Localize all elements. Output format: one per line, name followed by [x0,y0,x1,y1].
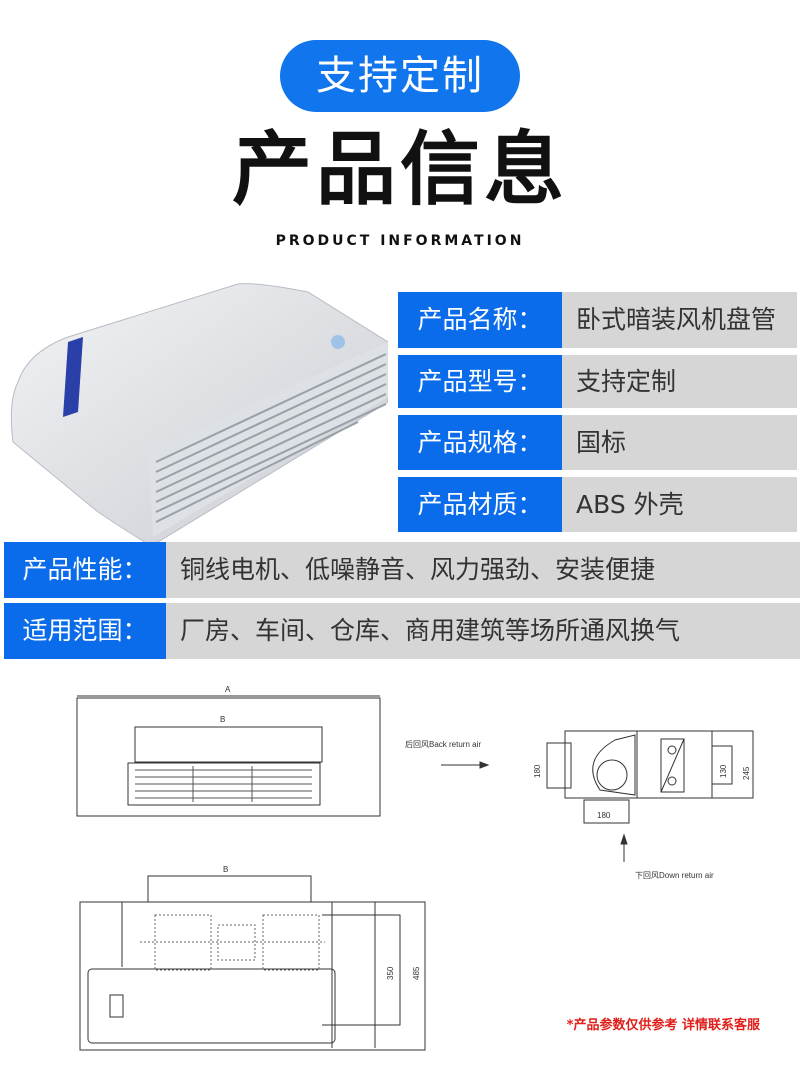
spec-label: 产品规格： [398,415,562,470]
spec-value: 国标 [562,415,797,470]
back-return-label: 后回风Back return air [405,739,481,749]
page-subtitle: PRODUCT INFORMATION [275,233,525,249]
dim-b-label: B [220,715,225,724]
spec-label: 产品材质： [398,477,562,532]
spec-row-model: 产品型号： 支持定制 [398,355,797,408]
product-image [10,283,388,544]
spec-row-standard: 产品规格： 国标 [398,415,797,470]
spec-label: 适用范围： [4,603,166,659]
dim-b-top-label: B [223,865,228,874]
dimension-drawing: A B 后回风Back return air 180 130 245 180 下… [76,685,754,1051]
spec-value: 支持定制 [562,355,797,408]
spec-row-material: 产品材质： ABS 外壳 [398,477,797,532]
brand-decal [63,337,83,417]
spec-value: ABS 外壳 [562,477,797,532]
down-return-label: 下回风Down return air [635,871,714,880]
dim-130: 130 [719,764,728,778]
spec-label: 产品性能： [4,542,166,598]
spec-row-name: 产品名称： 卧式暗装风机盘管 [398,292,797,348]
dim-180-bottom: 180 [597,811,611,820]
spec-label: 产品名称： [398,292,562,348]
spec-row-application: 适用范围： 厂房、车间、仓库、商用建筑等场所通风换气 [4,603,800,659]
spec-label: 产品型号： [398,355,562,408]
logo-icon [331,335,345,349]
page-title: 产品信息 [232,123,568,216]
spec-value: 卧式暗装风机盘管 [562,292,797,348]
dim-245: 245 [742,766,751,780]
dim-485: 485 [412,966,421,980]
spec-value: 厂房、车间、仓库、商用建筑等场所通风换气 [166,603,800,659]
spec-row-performance: 产品性能： 铜线电机、低噪静音、风力强劲、安装便捷 [4,542,800,598]
spec-value: 铜线电机、低噪静音、风力强劲、安装便捷 [166,542,800,598]
disclaimer-note: *产品参数仅供参考 详情联系客服 [566,1018,760,1033]
dim-350: 350 [386,966,395,980]
customizable-badge: 支持定制 [280,40,520,112]
dim-a-label: A [225,685,231,694]
dim-180-side: 180 [533,764,542,778]
